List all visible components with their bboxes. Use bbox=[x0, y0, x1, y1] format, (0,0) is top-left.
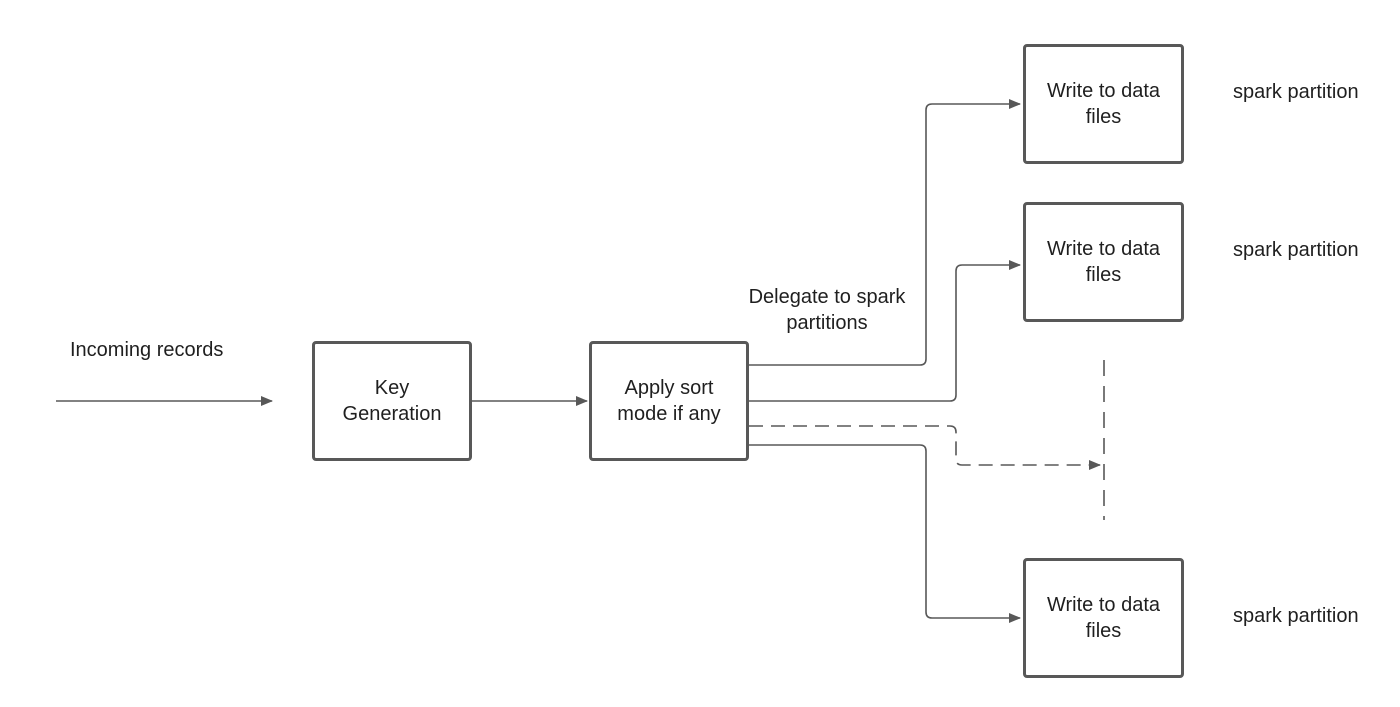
apply-sort-box: Apply sort mode if any bbox=[589, 341, 749, 461]
delegate-label: Delegate to spark partitions bbox=[748, 286, 906, 334]
write-box-3: Write to data files bbox=[1023, 558, 1184, 678]
write-box-1: Write to data files bbox=[1023, 44, 1184, 164]
sort-to-partition-2-arrow bbox=[749, 260, 1021, 402]
incoming-records-label: Incoming records bbox=[70, 339, 224, 361]
write-box-2: Write to data files bbox=[1023, 202, 1184, 322]
partition-label-1: spark partition bbox=[1233, 81, 1359, 103]
sort-to-partition-1-arrow bbox=[749, 99, 1021, 366]
sort-to-more-partitions-dashed-arrow bbox=[749, 425, 1101, 470]
partition-label-3: spark partition bbox=[1233, 605, 1359, 627]
key-generation-box: Key Generation bbox=[312, 341, 472, 461]
partition-label-2: spark partition bbox=[1233, 239, 1359, 261]
sort-to-partition-3-arrow bbox=[749, 444, 1021, 623]
